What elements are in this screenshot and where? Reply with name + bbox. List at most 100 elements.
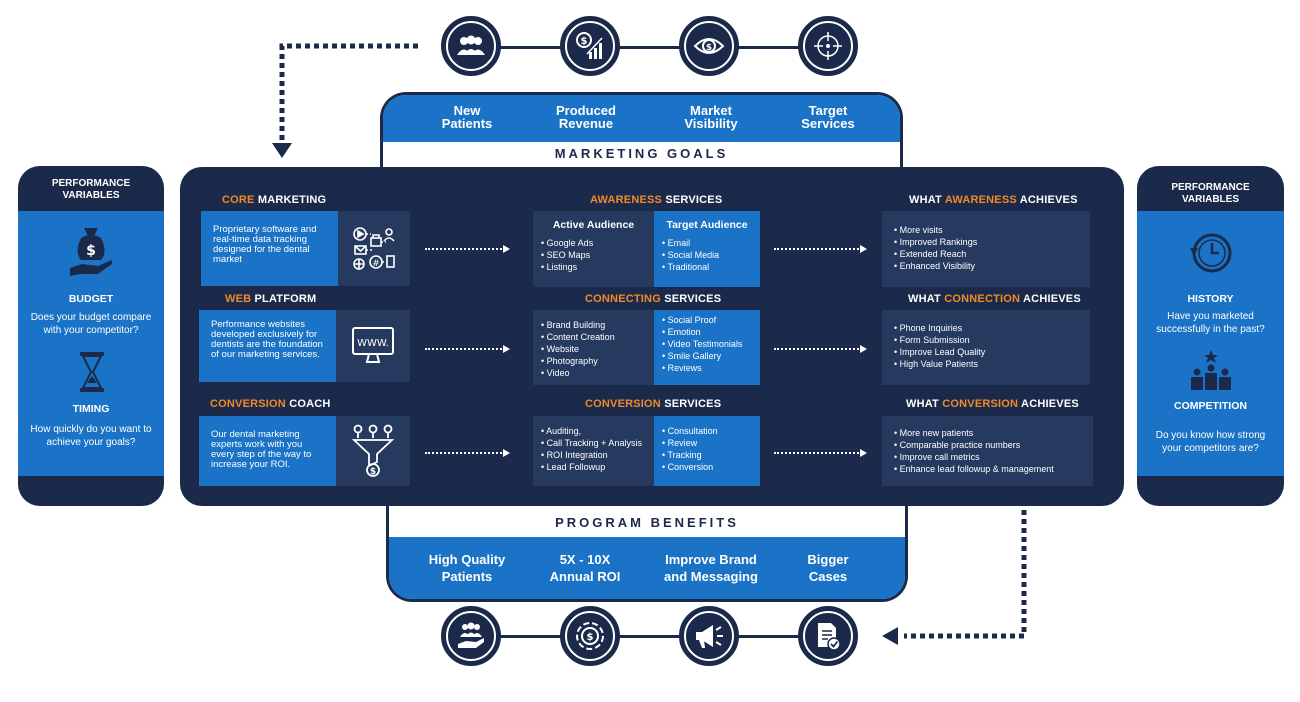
list-item: Traditional	[662, 261, 752, 273]
list-item: Improve call metrics	[894, 451, 1081, 463]
top-connector-line	[470, 46, 830, 49]
row3-right-arrowhead	[860, 449, 867, 457]
connecting-services-heading: CONNECTING SERVICES	[585, 293, 722, 305]
history-text: Have you marketed successfully in the pa…	[1156, 311, 1265, 335]
program-benefits-box	[386, 506, 908, 602]
target-circle	[798, 16, 858, 76]
list-item: Lead Followup	[541, 461, 652, 473]
list-item: Comparable practice numbers	[894, 439, 1081, 451]
list-item: Enhance lead followup & management	[894, 463, 1081, 475]
new-patients-circle	[441, 16, 501, 76]
list-item: Improved Rankings	[894, 236, 1078, 248]
history-title: HISTORY	[1187, 293, 1234, 305]
list-item: ROI Integration	[541, 449, 652, 461]
svg-text:#: #	[372, 259, 380, 269]
web-platform-heading: WEB PLATFORM	[225, 293, 317, 305]
list-item: Content Creation	[541, 331, 646, 343]
bottom-connector-line	[470, 635, 830, 638]
conversion-coach-iconbox: $	[336, 416, 410, 486]
list-item: Phone Inquiries	[894, 322, 1078, 334]
crosshair-icon	[814, 32, 842, 60]
row2-right-arrowhead	[860, 345, 867, 353]
dollar-cycle-icon: $	[576, 622, 604, 650]
web-platform-card: Performance websites developed exclusive…	[199, 310, 336, 382]
roi-circle: $	[560, 606, 620, 666]
list-item: Brand Building	[541, 319, 646, 331]
row1-right-arrowhead	[860, 245, 867, 253]
list-item: Google Ads	[541, 237, 646, 249]
svg-text:$: $	[86, 243, 96, 259]
connecting-col-2: Social Proof Emotion Video Testimonials …	[654, 310, 760, 385]
list-item: Video Testimonials	[662, 338, 752, 350]
list-item: Review	[662, 437, 752, 449]
revenue-circle: $	[560, 16, 620, 76]
list-item: High Value Patients	[894, 358, 1078, 370]
svg-text:$: $	[370, 467, 376, 477]
list-item: More new patients	[894, 427, 1081, 439]
awareness-services-heading: AWARENESS SERVICES	[590, 194, 723, 206]
quality-patients-circle	[441, 606, 501, 666]
document-check-icon	[818, 623, 841, 651]
timing-text: How quickly do you want to achieve your …	[30, 424, 152, 448]
megaphone-icon	[696, 625, 723, 648]
list-item: Social Proof	[662, 314, 752, 326]
connecting-services-box: Brand Building Content Creation Website …	[533, 310, 760, 385]
goal-market-visibility: Market Visibility	[684, 103, 738, 131]
bigger-cases-circle	[798, 606, 858, 666]
list-item: Social Media	[662, 249, 752, 261]
right-performance-panel	[1137, 166, 1284, 506]
web-platform-iconbox: WWW.	[336, 310, 410, 382]
connection-achieves-box: Phone Inquiries Form Submission Improve …	[882, 310, 1090, 385]
brand-circle	[679, 606, 739, 666]
list-item: Consultation	[662, 425, 752, 437]
row2-right-arrow	[774, 348, 862, 350]
list-item: Email	[662, 237, 752, 249]
list-item: More visits	[894, 224, 1078, 236]
competition-text: Do you know how strong your competitors …	[1155, 430, 1266, 454]
row3-left-arrow	[425, 452, 505, 454]
timing-title: TIMING	[72, 403, 110, 415]
benefit-high-quality-patients: High Quality Patients	[428, 552, 506, 584]
goal-produced-revenue: Produced Revenue	[556, 103, 616, 131]
row1-right-arrow	[774, 248, 862, 250]
row3-left-arrowhead	[503, 449, 510, 457]
money-bag-hand-icon: $	[70, 228, 112, 276]
list-item: Listings	[541, 261, 646, 273]
conversion-col-2: Consultation Review Tracking Conversion	[654, 416, 760, 486]
row2-left-arrow	[425, 348, 505, 350]
list-item: Auditing,	[541, 425, 652, 437]
hand-people-icon	[458, 622, 484, 648]
list-item: Smile Gallery	[662, 350, 752, 362]
list-item: Tracking	[662, 449, 752, 461]
history-clock-icon	[1190, 233, 1232, 273]
row2-left-arrowhead	[503, 345, 510, 353]
hourglass-icon	[80, 352, 104, 392]
target-audience-col: Target Audience Email Social Media Tradi…	[654, 211, 760, 287]
marketing-goals-box	[380, 92, 903, 168]
visibility-circle: $	[679, 16, 739, 76]
active-audience-col: Active Audience Google Ads SEO Maps List…	[533, 211, 654, 287]
core-marketing-card: Proprietary software and real-time data …	[201, 211, 338, 286]
awareness-achieves-box: More visits Improved Rankings Extended R…	[882, 211, 1090, 287]
left-panel-title: PERFORMANCE VARIABLES	[51, 178, 131, 201]
bottom-dotted-arrow	[882, 510, 1027, 645]
conversion-achieves-heading: WHAT CONVERSION ACHIEVES	[906, 398, 1079, 410]
list-item: SEO Maps	[541, 249, 646, 261]
list-item: Photography	[541, 355, 646, 367]
row1-left-arrowhead	[503, 245, 510, 253]
list-item: Enhanced Visibility	[894, 260, 1078, 272]
conversion-achieves-box: More new patients Comparable practice nu…	[882, 416, 1093, 486]
list-item: Conversion	[662, 461, 752, 473]
budget-text: Does your budget compare with your compe…	[30, 312, 152, 336]
connecting-col-1: Brand Building Content Creation Website …	[533, 310, 654, 385]
list-item: Emotion	[662, 326, 752, 338]
benefit-annual-roi: 5X - 10X Annual ROI	[549, 552, 621, 584]
svg-text:$: $	[581, 36, 588, 47]
awareness-achieves-heading: WHAT AWARENESS ACHIEVES	[909, 194, 1078, 206]
right-panel-title: PERFORMANCE VARIABLES	[1171, 182, 1250, 205]
list-item: Improve Lead Quality	[894, 346, 1078, 358]
www-text: WWW.	[357, 338, 389, 349]
svg-text:$: $	[706, 43, 712, 53]
eye-dollar-icon: $	[693, 38, 725, 54]
svg-text:$: $	[587, 632, 594, 643]
